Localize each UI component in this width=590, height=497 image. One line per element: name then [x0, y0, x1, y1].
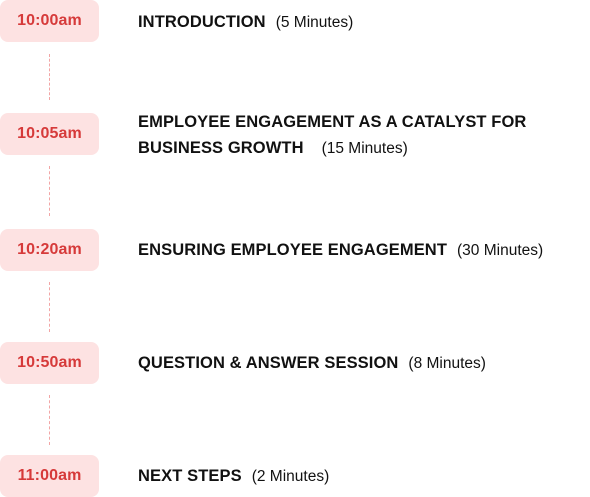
agenda-item: ENSURING EMPLOYEE ENGAGEMENT (30 Minutes) — [138, 237, 578, 264]
timeline-connector — [49, 166, 50, 216]
timeline-connector — [49, 54, 50, 100]
agenda-item-title: INTRODUCTION — [138, 13, 266, 31]
agenda-item-duration: (5 Minutes) — [275, 14, 354, 31]
agenda-item-title: ENSURING EMPLOYEE ENGAGEMENT — [138, 241, 448, 259]
time-label: 10:20am — [17, 241, 82, 258]
time-badge: 10:05am — [0, 113, 99, 155]
agenda-item-title: NEXT STEPS — [138, 467, 242, 485]
time-badge: 10:00am — [0, 0, 99, 42]
time-badge: 11:00am — [0, 455, 99, 497]
agenda-item: QUESTION & ANSWER SESSION (8 Minutes) — [138, 350, 578, 377]
agenda-item-title: QUESTION & ANSWER SESSION — [138, 354, 399, 372]
time-label: 10:50am — [17, 354, 82, 371]
time-badge: 10:20am — [0, 229, 99, 271]
agenda-item: INTRODUCTION (5 Minutes) — [138, 9, 578, 36]
agenda-item-duration: (8 Minutes) — [408, 355, 486, 372]
agenda-item-duration: (15 Minutes) — [321, 140, 408, 157]
time-label: 10:05am — [17, 125, 82, 142]
agenda-item-duration: (2 Minutes) — [251, 468, 330, 485]
timeline-connector — [49, 282, 50, 332]
agenda-item-duration: (30 Minutes) — [457, 242, 544, 259]
agenda-item: NEXT STEPS (2 Minutes) — [138, 463, 578, 490]
timeline-connector — [49, 395, 50, 445]
agenda-item: EMPLOYEE ENGAGEMENT AS A CATALYST FOR BU… — [138, 109, 548, 162]
time-badge: 10:50am — [0, 342, 99, 384]
agenda-item-title: EMPLOYEE ENGAGEMENT AS A CATALYST FOR BU… — [138, 113, 527, 157]
time-label: 11:00am — [17, 467, 82, 484]
time-label: 10:00am — [17, 12, 82, 29]
